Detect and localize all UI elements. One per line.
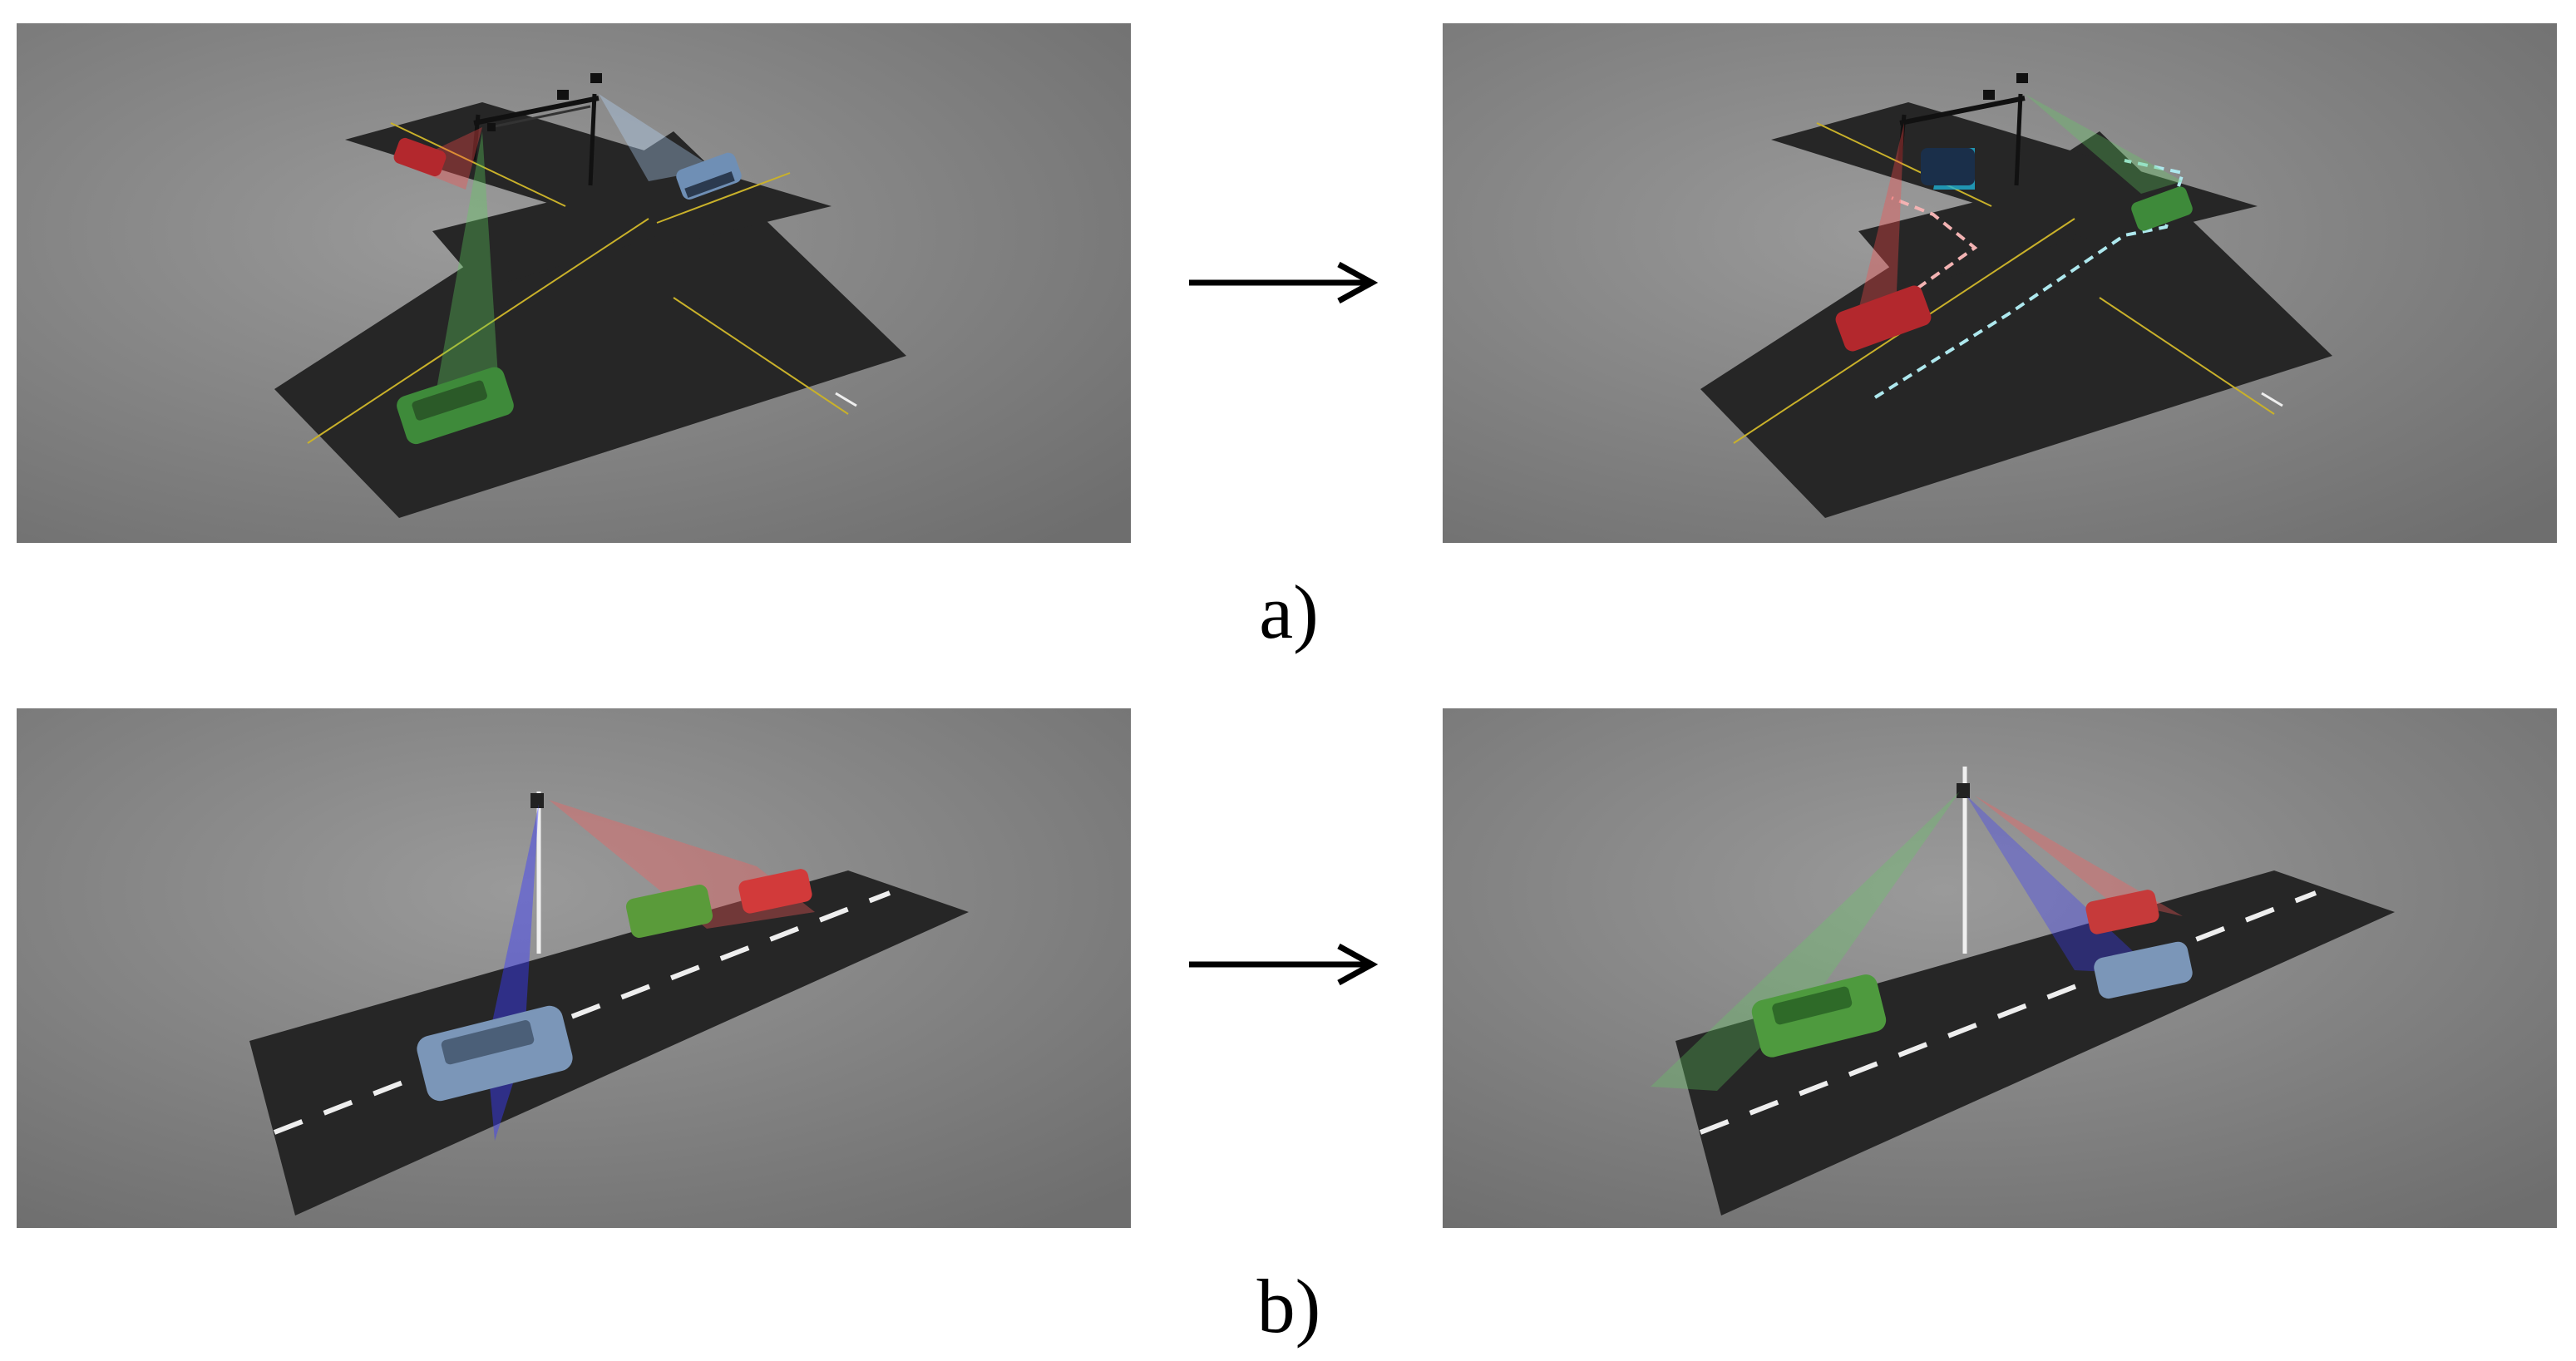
vehicle-blue: [2094, 941, 2193, 999]
vehicle-green: [625, 884, 713, 939]
highway-scene-after: [1443, 708, 2557, 1228]
vehicle-red: [2085, 890, 2159, 934]
panel-b-after: [1443, 708, 2557, 1228]
right-arrow-icon: [1189, 261, 1379, 304]
intersection-scene-before: [17, 23, 1131, 543]
vehicle-green: [397, 367, 514, 445]
panel-a-after: [1443, 23, 2557, 543]
right-arrow-icon: [1189, 943, 1379, 986]
sensor-cone-blue: [599, 94, 715, 181]
vehicle-blue: [676, 152, 742, 200]
sensor-cone-green: [2025, 94, 2183, 194]
road-cross: [345, 102, 832, 244]
intersection-scene-after: [1443, 23, 2557, 543]
sensor-cone-red: [1858, 123, 1904, 310]
panel-a-before: [17, 23, 1131, 543]
vehicle-green: [1751, 974, 1887, 1058]
vehicle-red: [393, 137, 447, 177]
road-highway: [249, 870, 969, 1216]
label-b: b): [1256, 1264, 1321, 1349]
vehicle-blue: [1921, 148, 1975, 185]
sensor-cone-red: [1975, 796, 2183, 916]
highway-scene-before: [17, 708, 1131, 1228]
vehicle-red: [1835, 285, 1932, 352]
panel-b-before: [17, 708, 1131, 1228]
sensor-cone-green: [437, 131, 499, 389]
trajectory-cyan: [1873, 159, 2185, 399]
vehicle-blue: [417, 1005, 573, 1102]
vehicle-green: [2131, 186, 2193, 231]
vehicle-red: [738, 869, 812, 914]
label-a: a): [1259, 570, 1319, 654]
sensor-cone-green: [1651, 791, 1960, 1091]
